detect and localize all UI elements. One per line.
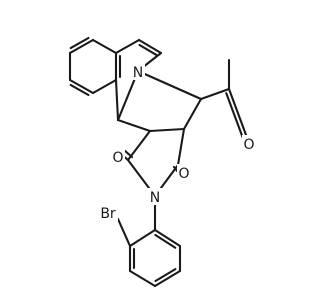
vinyl-double-bond <box>138 43 158 56</box>
c-br-bond <box>116 217 132 248</box>
aryl-bond <box>128 228 157 248</box>
label-mask <box>131 63 145 80</box>
benzo-bond <box>91 78 118 95</box>
imide-bond <box>176 127 186 167</box>
acetyl-carbonyl-bond <box>227 87 251 145</box>
imide-nitrogen-label: N <box>150 190 160 206</box>
ring-bond <box>137 38 163 55</box>
label-mask <box>111 148 125 165</box>
aryl-double-bond <box>154 233 177 249</box>
benzo-bond <box>68 78 95 95</box>
ring-bond <box>148 127 186 133</box>
label-mask <box>148 188 162 205</box>
label-mask <box>177 164 191 181</box>
aryl-bond <box>153 269 182 288</box>
aryl-bond <box>128 269 157 288</box>
acetyl-oxygen-label: O <box>243 137 254 153</box>
imide-carbonyl-left-double <box>122 148 134 159</box>
ring-bond <box>114 38 141 55</box>
ring-bond <box>136 69 203 101</box>
ring-nitrogen-label: N <box>133 65 143 81</box>
aryl-double-bond <box>154 268 177 283</box>
benzo-bond <box>68 38 95 55</box>
ring-bond <box>116 118 152 133</box>
bromine-label: Br <box>100 206 116 222</box>
benzo-double-bond <box>69 83 90 97</box>
benzo-double-bond <box>69 36 90 50</box>
acetyl-carbonyl-double <box>225 92 246 143</box>
imide-bond <box>126 129 152 162</box>
structure-canvas: N O O O N Br <box>68 36 256 288</box>
ring-bond <box>182 97 203 131</box>
benzo-bond <box>91 38 118 55</box>
bond-layer <box>68 36 251 288</box>
aryl-bond <box>153 228 182 248</box>
imide-oxygen-right-label: O <box>178 166 189 182</box>
chemical-structure-diagram: N O O O N Br <box>68 36 256 288</box>
label-mask <box>242 135 256 152</box>
imide-oxygen-left-label: O <box>112 150 123 166</box>
ring-bond <box>114 78 120 122</box>
label-mask <box>98 204 118 221</box>
acetyl-bond <box>199 87 231 101</box>
